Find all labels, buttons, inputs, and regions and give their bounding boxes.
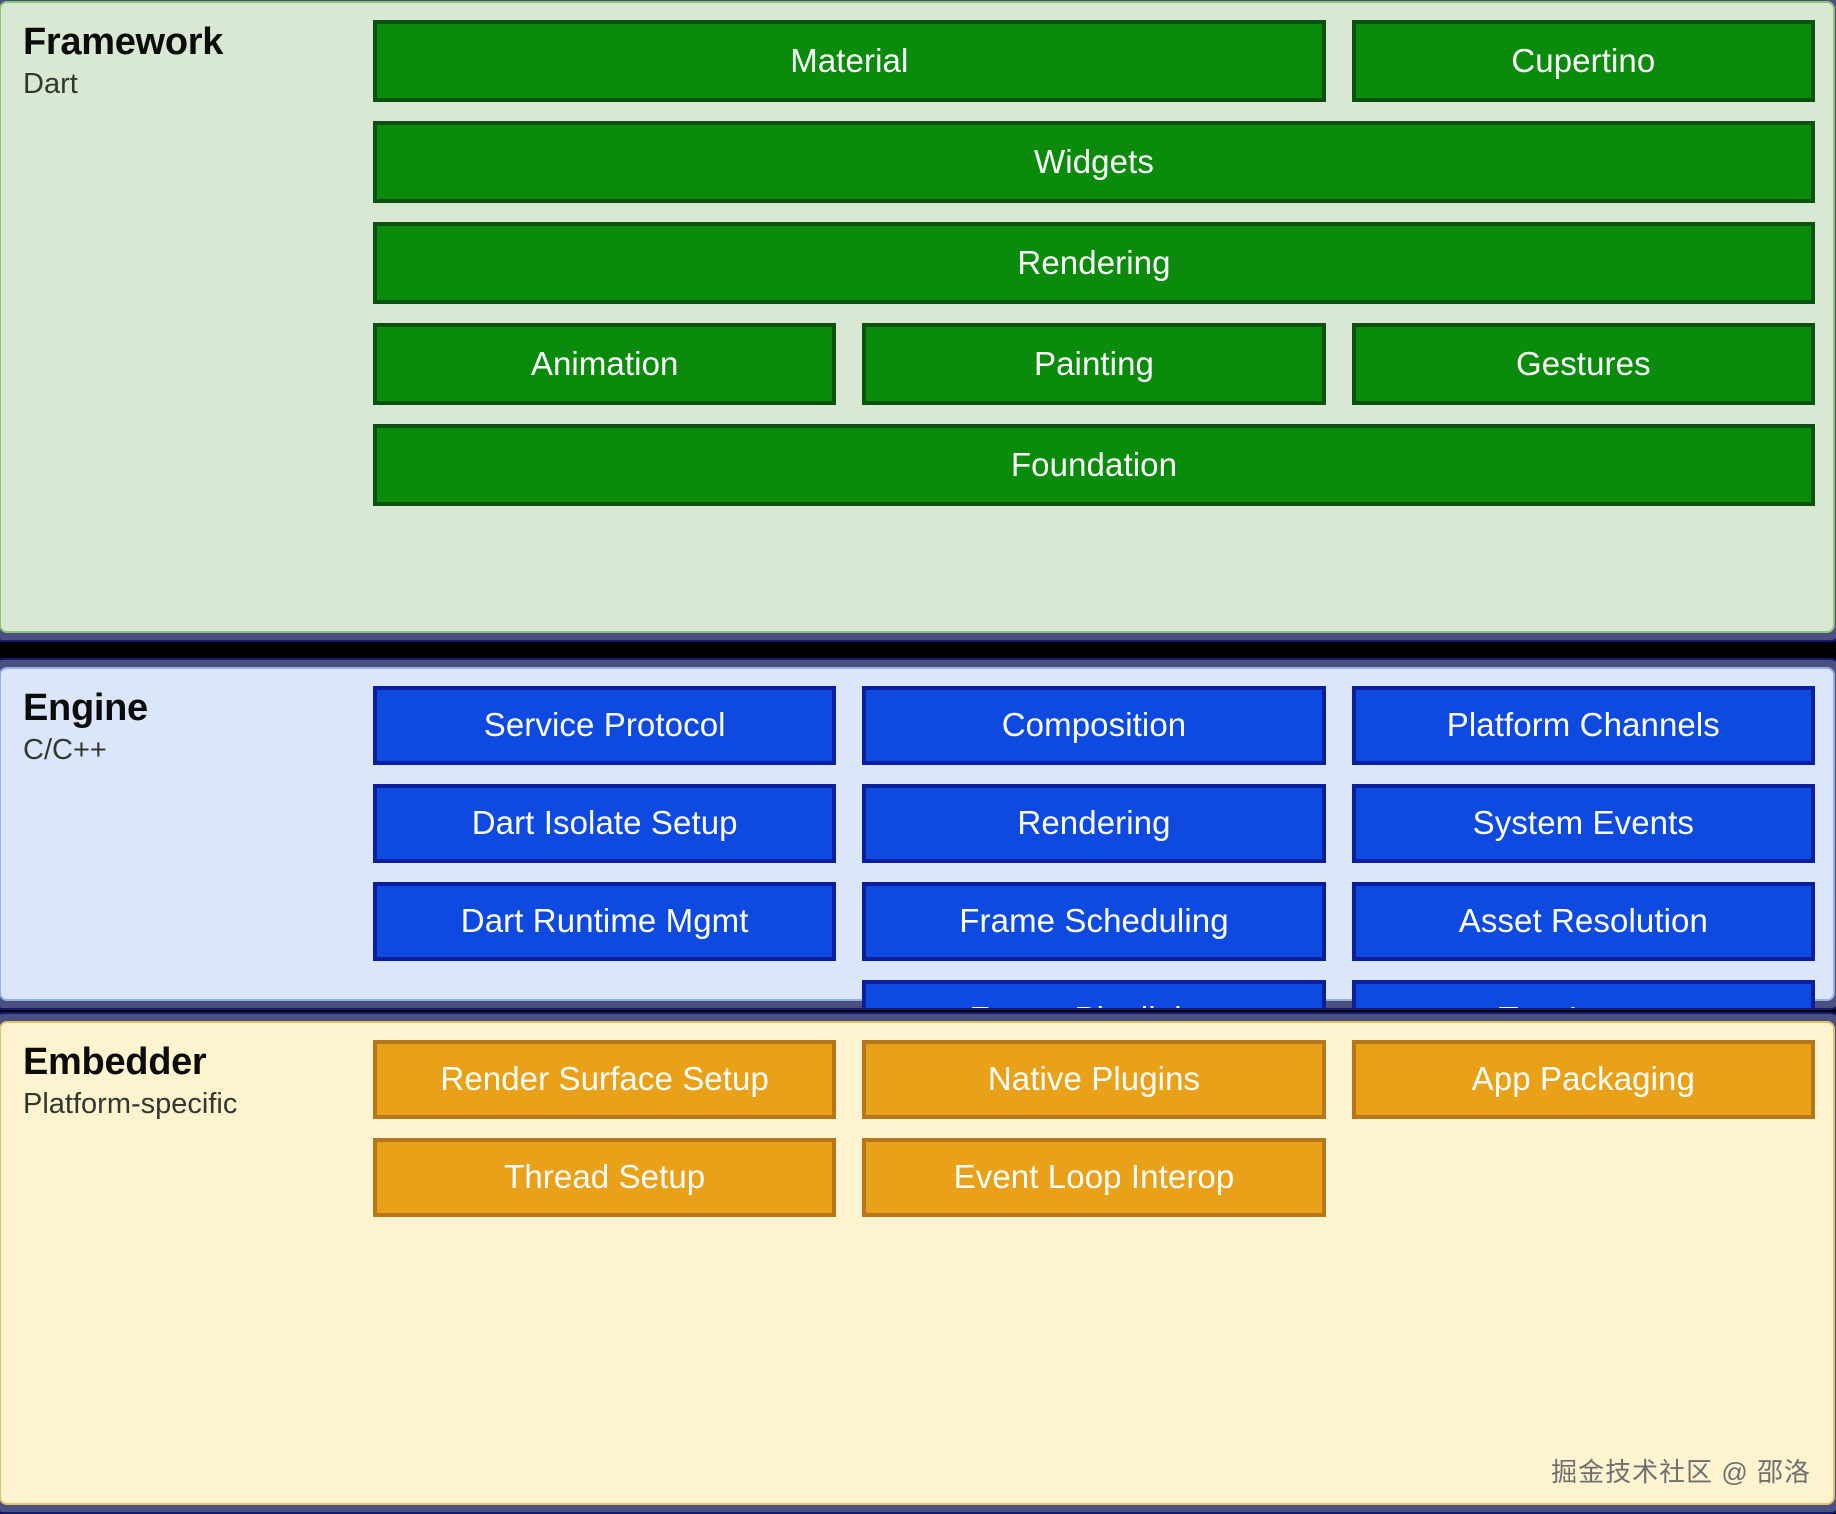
layer-embedder-inner: Embedder Platform-specific Render Surfac… — [0, 1021, 1835, 1505]
box-native-plugins[interactable]: Native Plugins — [862, 1040, 1326, 1119]
layer-embedder-title-col: Embedder Platform-specific — [1, 1023, 371, 1122]
box-animation[interactable]: Animation — [373, 323, 837, 405]
layer-framework-boxes: Material Cupertino Widgets Rendering Ani… — [371, 3, 1833, 523]
box-foundation[interactable]: Foundation — [373, 424, 1815, 506]
box-cupertino[interactable]: Cupertino — [1351, 20, 1815, 102]
layer-framework-title-col: Framework Dart — [1, 3, 371, 102]
layer-framework: Framework Dart Material Cupertino Widget… — [0, 0, 1836, 642]
box-painting[interactable]: Painting — [862, 323, 1326, 405]
layer-embedder-subtitle: Platform-specific — [23, 1087, 238, 1120]
box-text-layout[interactable]: Text Layout — [1351, 980, 1815, 1008]
box-asset-resolution[interactable]: Asset Resolution — [1351, 882, 1815, 961]
layer-embedder-title: Embedder — [23, 1041, 207, 1083]
box-platform-channels[interactable]: Platform Channels — [1351, 686, 1815, 765]
box-rendering-framework[interactable]: Rendering — [373, 222, 1815, 304]
box-service-protocol[interactable]: Service Protocol — [373, 686, 837, 765]
layer-engine-inner: Engine C/C++ Service Protocol Compositio… — [0, 667, 1835, 1008]
box-frame-pipelining[interactable]: Frame Pipelining — [862, 980, 1326, 1008]
box-event-loop-interop[interactable]: Event Loop Interop — [862, 1138, 1326, 1217]
box-composition[interactable]: Composition — [862, 686, 1326, 765]
box-thread-setup[interactable]: Thread Setup — [373, 1138, 837, 1217]
layer-embedder-boxes: Render Surface Setup Native Plugins App … — [371, 1023, 1833, 1234]
box-render-surface-setup[interactable]: Render Surface Setup — [373, 1040, 837, 1119]
box-dart-isolate-setup[interactable]: Dart Isolate Setup — [373, 784, 837, 863]
layer-engine-subtitle: C/C++ — [23, 733, 107, 766]
watermark: 掘金技术社区 @ 邵洛 — [1551, 1457, 1811, 1487]
layer-engine: Engine C/C++ Service Protocol Compositio… — [0, 658, 1836, 1010]
layer-framework-title: Framework — [23, 21, 224, 63]
layer-framework-subtitle: Dart — [23, 67, 78, 100]
layer-engine-title-col: Engine C/C++ — [1, 669, 371, 768]
layer-engine-title: Engine — [23, 687, 148, 729]
layer-framework-inner: Framework Dart Material Cupertino Widget… — [0, 1, 1835, 633]
box-gestures[interactable]: Gestures — [1351, 323, 1815, 405]
box-system-events[interactable]: System Events — [1351, 784, 1815, 863]
box-app-packaging[interactable]: App Packaging — [1351, 1040, 1815, 1119]
box-frame-scheduling[interactable]: Frame Scheduling — [862, 882, 1326, 961]
box-rendering-engine[interactable]: Rendering — [862, 784, 1326, 863]
layer-engine-boxes: Service Protocol Composition Platform Ch… — [371, 669, 1833, 1008]
layer-embedder: Embedder Platform-specific Render Surfac… — [0, 1012, 1836, 1514]
box-material[interactable]: Material — [373, 20, 1326, 102]
box-widgets[interactable]: Widgets — [373, 121, 1815, 203]
box-dart-runtime-mgmt[interactable]: Dart Runtime Mgmt — [373, 882, 837, 961]
